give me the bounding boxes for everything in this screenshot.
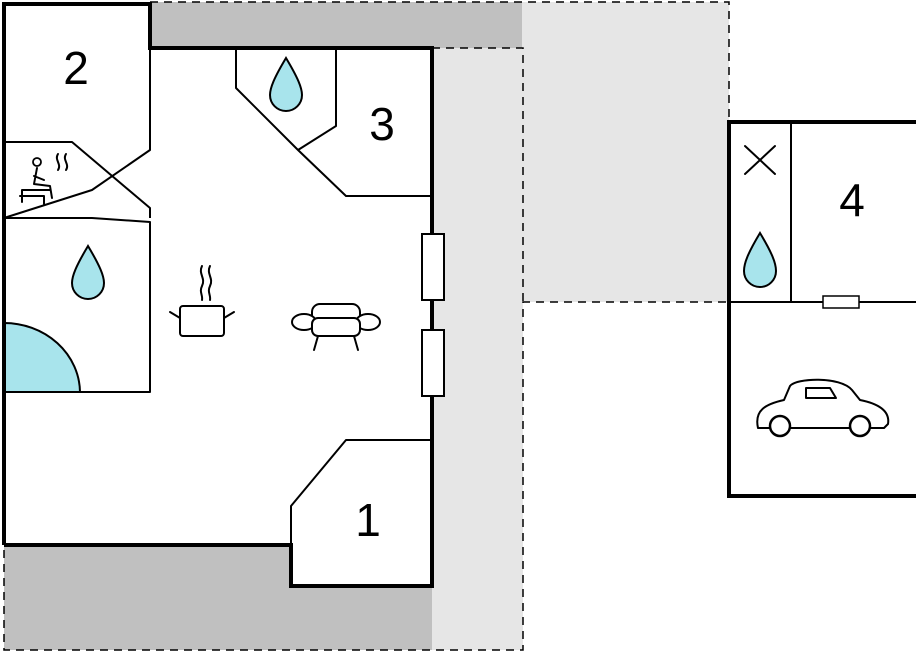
room-3-area: [235, 48, 432, 197]
room-number-3: 3: [369, 98, 395, 150]
water-drop-icon: [70, 244, 106, 300]
terrace-top-dark: [150, 2, 522, 48]
bath-walls: [4, 217, 151, 393]
room-2-walls: [4, 141, 151, 218]
cooking-pot-icon: [169, 265, 235, 337]
room-number-2: 2: [63, 42, 89, 94]
annex: [727, 120, 916, 498]
room-3-inner: [297, 48, 337, 151]
terrace-light-strip: [432, 302, 523, 650]
cross-icon: [744, 145, 776, 175]
annex-window: [822, 295, 860, 309]
room-number-1: 1: [355, 494, 381, 546]
sauna-icon: [19, 153, 69, 205]
room-number-4: 4: [839, 174, 865, 226]
shower-quarter-circle: [3, 321, 82, 393]
room-2-diagonal: [3, 48, 151, 219]
terrace-outline-top: [3, 1, 730, 651]
sofa-icon: [291, 303, 381, 351]
bath-area: [3, 217, 151, 393]
annex-walls: [727, 120, 916, 498]
house-interior: [4, 4, 432, 586]
water-drop-icon: [742, 231, 778, 288]
car-icon: [756, 378, 890, 438]
window-upper: [421, 233, 445, 301]
terrace-outline-inner: [432, 47, 524, 302]
terrace-light-main: [432, 2, 729, 302]
room-2-area: [3, 48, 151, 219]
window-lower: [421, 329, 445, 397]
water-drop-icon: [268, 56, 304, 112]
room-1-walls: [290, 439, 432, 545]
house-outer-walls: [2, 2, 434, 588]
